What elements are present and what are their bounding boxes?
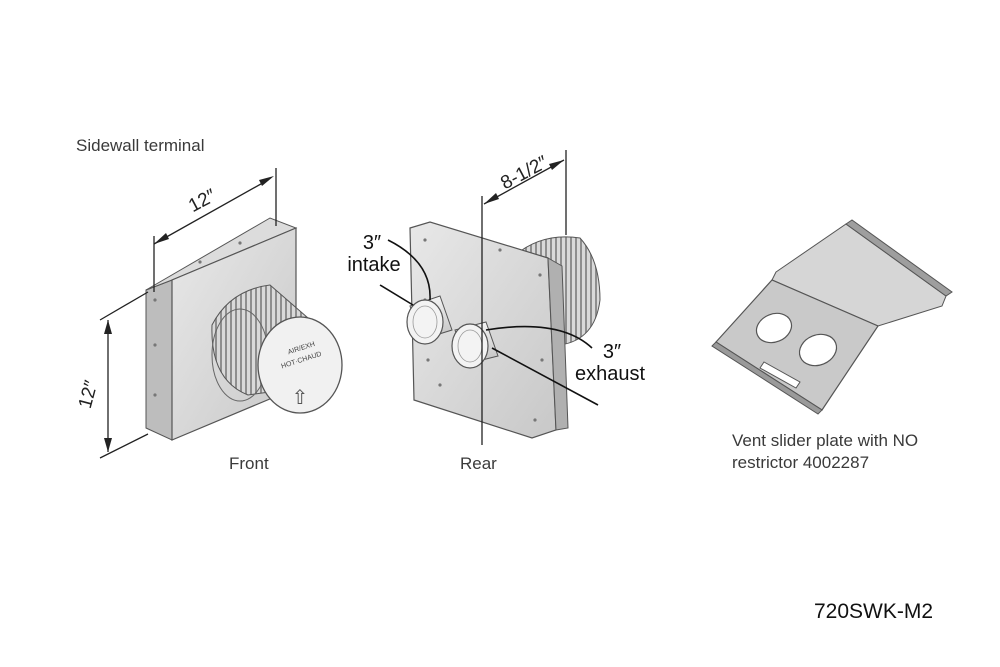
rear-intake-pipe [406,295,453,345]
rear-depth-label: 8-1/2″ [497,152,551,194]
intake-leader-line [387,239,431,301]
diagram-title: Sidewall terminal [76,136,205,155]
exhaust-leader-tail [491,347,599,406]
front-height-label: 12″ [75,378,103,411]
plate-caption-line-2: restrictor 4002287 [732,453,870,472]
intake-label: intake [347,254,400,276]
plate-slot [759,361,801,389]
front-cap [257,316,343,414]
plate-hole-left [755,312,793,344]
exhaust-label: exhaust [575,363,645,385]
plate-caption-line-1: Vent slider plate with NO [732,431,919,450]
rear-screws [423,238,544,422]
exhaust-leader-line [485,325,593,349]
front-terminal: AIR/EXH HOT·CHAUD ⇧ 12″ 12″ [75,168,343,459]
plate-caption: Vent slider plate with NO restrictor 400… [732,430,918,474]
front-screws [153,241,242,397]
front-cap-arrow-icon: ⇧ [292,387,309,409]
rear-depth-dimension [481,150,567,445]
front-side-flange [145,279,173,441]
rear-caption: Rear [460,454,497,473]
rear-terminal: 8-1/2″ 3″ intake 3″ exhaust [347,150,645,445]
plate-right-lip [845,219,953,297]
model-number: 720SWK-M2 [814,600,934,623]
front-width-label: 12″ [185,185,220,217]
exhaust-size-label: 3″ [603,341,621,363]
plate-left-edge [711,341,823,415]
intake-size-label: 3″ [363,232,381,254]
intake-leader-tail [379,284,414,306]
front-caption: Front [229,454,269,473]
front-height-dimension [99,291,149,459]
plate-hole-right [798,333,838,367]
vent-slider-plate [711,219,953,415]
rear-exhaust-pipe [451,321,499,369]
front-width-dimension [153,168,277,292]
